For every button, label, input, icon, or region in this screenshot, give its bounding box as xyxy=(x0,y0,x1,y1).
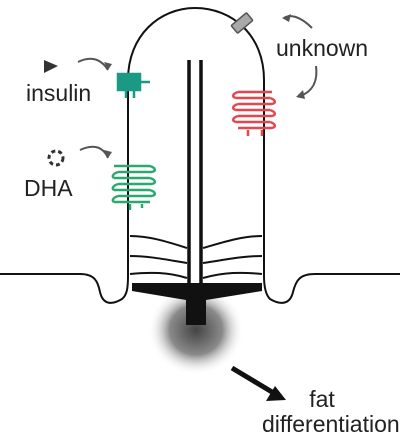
basal-body xyxy=(132,283,262,325)
insulin-receptor xyxy=(116,72,150,98)
unknown-receptor xyxy=(232,90,276,136)
outcome-label-line1: fat xyxy=(309,386,335,412)
triangle-icon xyxy=(44,60,58,73)
dashed-ring-icon xyxy=(47,149,65,167)
unknown-label: unknown xyxy=(276,35,369,61)
insulin-arrow xyxy=(77,57,109,71)
transition-fibers xyxy=(129,235,263,279)
insulin-label: insulin xyxy=(26,80,92,106)
dha-label: DHA xyxy=(24,175,73,201)
dha-receptor xyxy=(111,164,156,210)
gray-rectangle-icon xyxy=(230,12,254,34)
basal-body-glow xyxy=(148,285,244,375)
outcome-label-line2: differentiation xyxy=(262,411,400,437)
dha-arrow xyxy=(79,145,109,159)
cilium-membrane xyxy=(0,6,400,304)
differentiation-arrow xyxy=(230,365,274,395)
